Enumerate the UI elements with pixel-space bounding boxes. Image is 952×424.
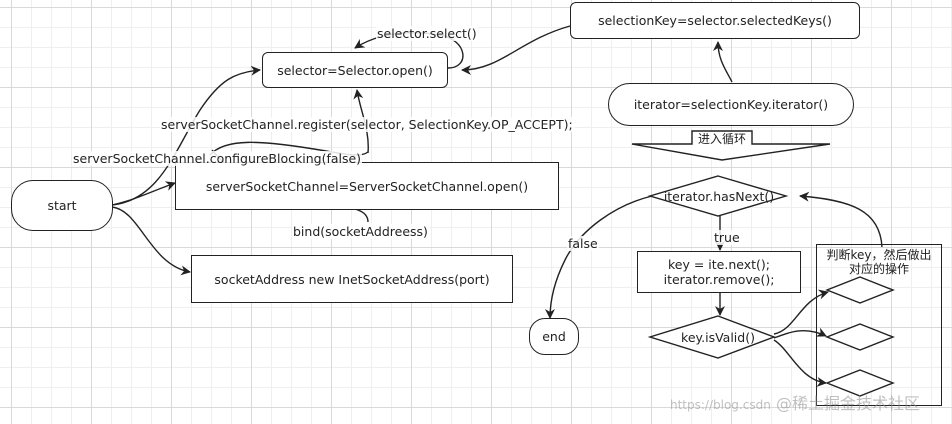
edge-hasnext-false [545, 195, 653, 319]
selector-open-node: selector=Selector.open() [262, 52, 448, 88]
socket-address-node: socketAddress new InetSocketAddress(port… [191, 255, 513, 303]
judge-container: 判断key，然后做出 对应的操作 [816, 244, 942, 406]
has-next-label: iterator.hasNext() [663, 188, 775, 204]
edge-isvalid-opt2 [773, 327, 827, 339]
judge-title-line-2: 对应的操作 [848, 262, 909, 276]
enter-loop-arrow [631, 130, 831, 161]
next-remove-node: key = ite.next(); iterator.remove(); [637, 251, 801, 293]
next-line: key = ite.next(); [668, 257, 770, 272]
edge-iterator-to-selectionkey [713, 41, 733, 83]
bind-label: bind(socketAddreess) [292, 224, 429, 239]
iterator-node: iterator=selectionKey.iterator() [608, 83, 854, 126]
start-node: start [11, 180, 113, 231]
has-next-diamond [647, 175, 789, 217]
edge-start-to-server-channel [111, 181, 176, 206]
edge-isvalid-opt1 [773, 289, 829, 335]
false-label: false [567, 236, 599, 251]
watermark-brand: @稀土掘金技术社区 [776, 394, 921, 413]
option-diamond-3 [825, 369, 895, 397]
remove-line: iterator.remove(); [663, 272, 775, 287]
option-diamond-1 [825, 276, 895, 304]
selector-select-label: selector.select() [376, 26, 478, 41]
edge-isvalid-opt3 [773, 339, 827, 387]
end-node: end [529, 318, 579, 355]
is-valid-label: key.isValid() [681, 329, 755, 345]
configure-blocking-label: serverSocketChannel.configureBlocking(fa… [72, 151, 363, 166]
edge-loop-back [799, 191, 883, 248]
watermark-url: https://blog.csdn [670, 398, 771, 412]
edge-start-to-socket-address [111, 206, 191, 276]
true-label: true [713, 230, 741, 245]
judge-title-line-1: 判断key，然后做出 [826, 248, 932, 262]
edge-selectionkey-to-selector [461, 25, 571, 75]
server-channel-open-node: serverSocketChannel=ServerSocketChannel.… [175, 162, 559, 210]
is-valid-diamond [647, 315, 776, 359]
enter-loop-label: 进入循环 [697, 131, 746, 146]
selection-keys-node: selectionKey=selector.selectedKeys() [570, 2, 860, 39]
option-diamond-2 [825, 323, 895, 351]
register-label: serverSocketChannel.register(selector, S… [160, 117, 574, 132]
